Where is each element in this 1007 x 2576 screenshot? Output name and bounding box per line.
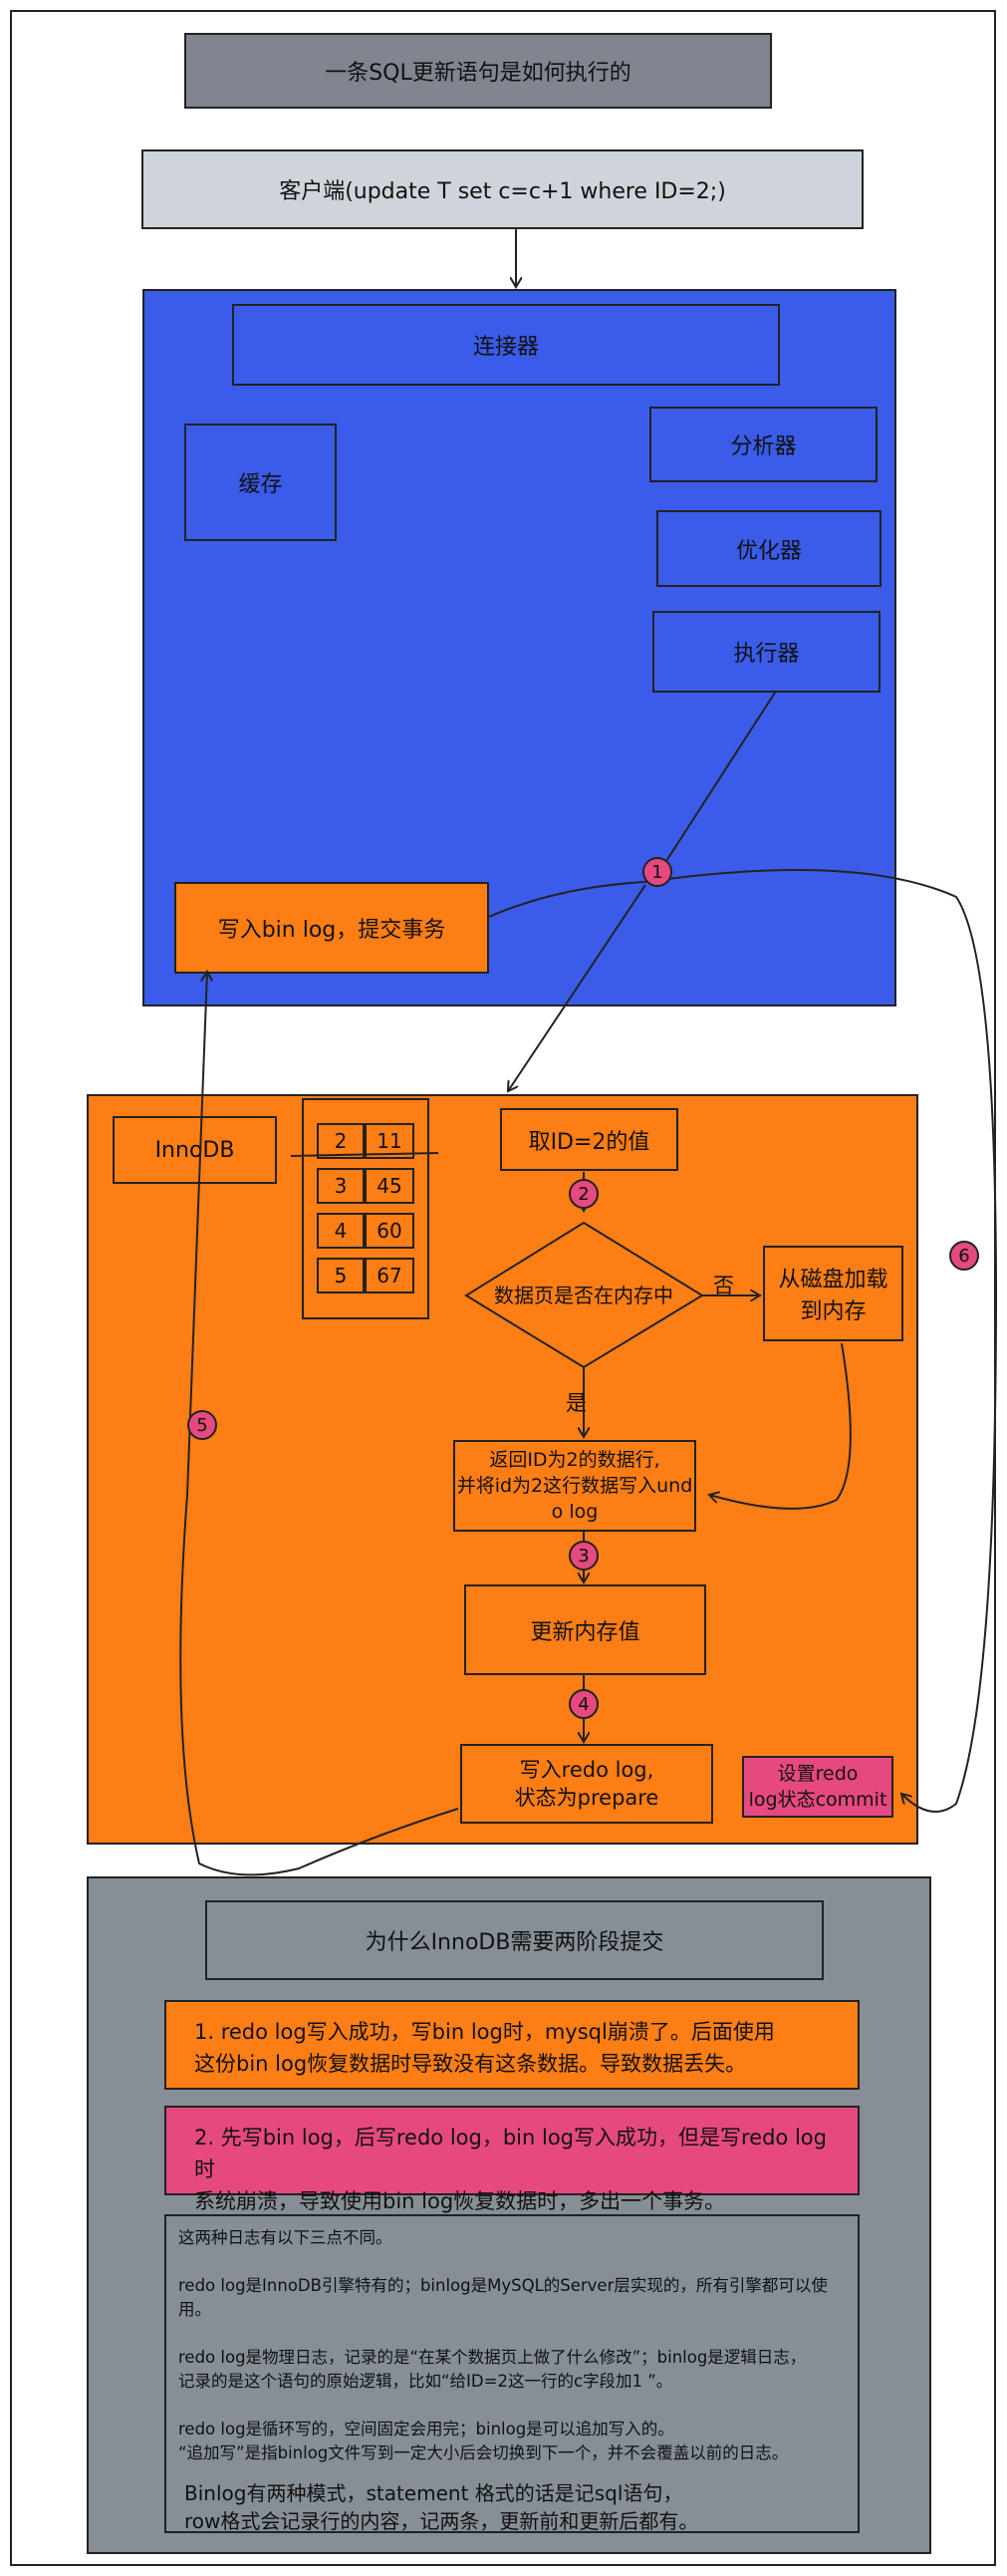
diff-intro: 这两种日志有以下三点不同。 bbox=[178, 2228, 392, 2247]
update-mem-label: 更新内存值 bbox=[530, 1619, 640, 1645]
executor-to-fetch-arrow bbox=[508, 884, 646, 1091]
row-id-cell: 5 bbox=[317, 1258, 365, 1293]
step-number: 2 bbox=[578, 1183, 590, 1205]
diagram-title: 一条SQL更新语句是如何执行的 bbox=[184, 33, 772, 109]
load-box: 从磁盘加载到内存 bbox=[763, 1246, 903, 1341]
client-text: 客户端(update T set c=c+1 where ID=2;) bbox=[279, 179, 726, 204]
row-val-cell: 45 bbox=[365, 1168, 414, 1204]
row-id: 4 bbox=[334, 1219, 348, 1243]
binlog-mode-line: row格式会记录行的内容，记两条，更新前和更新后都有。 bbox=[184, 2509, 699, 2533]
diff-line: redo log是循环写的，空间固定会用完；binlog是可以追加写入的。 bbox=[178, 2420, 674, 2438]
why-title: 为什么InnoDB需要两阶段提交 bbox=[365, 1930, 664, 1955]
decision-label: 数据页是否在内存中 bbox=[494, 1284, 673, 1307]
no-label: 否 bbox=[713, 1274, 734, 1297]
row-val: 60 bbox=[377, 1219, 402, 1243]
cache-label: 缓存 bbox=[238, 472, 283, 497]
innodb-layer bbox=[87, 1094, 918, 1845]
row-val: 11 bbox=[377, 1129, 402, 1153]
differences-text: 这两种日志有以下三点不同。 redo log是InnoDB引擎特有的；binlo… bbox=[178, 2226, 846, 2465]
return-row-line: 返回ID为2的数据行, bbox=[489, 1449, 660, 1471]
optimizer-label: 优化器 bbox=[735, 538, 802, 564]
redo-commit-box: 设置redo log状态commit bbox=[742, 1756, 893, 1818]
innodb-label-box: InnoDB bbox=[113, 1116, 277, 1184]
binlog-modes: Binlog有两种模式，statement 格式的话是记sql语句， row格式… bbox=[178, 2479, 846, 2535]
diff-item: redo log是物理日志，记录的是“在某个数据页上做了什么修改”；binlog… bbox=[178, 2346, 846, 2394]
row-val: 45 bbox=[377, 1174, 402, 1198]
step5-redo-to-binlog-arrow bbox=[179, 972, 459, 1876]
diff-line: 记录的是这个语句的原始逻辑，比如“给ID=2这一行的c字段加1 ”。 bbox=[178, 2372, 673, 2391]
step-marker-5: 5 bbox=[187, 1410, 217, 1440]
case2-note: 2. 先写bin log，后写redo log，bin log写入成功，但是写r… bbox=[164, 2106, 860, 2213]
step-marker-4: 4 bbox=[569, 1689, 599, 1719]
diagram-title-text: 一条SQL更新语句是如何执行的 bbox=[325, 61, 631, 86]
binlog-mode-line: Binlog有两种模式，statement 格式的话是记sql语句， bbox=[184, 2481, 683, 2505]
redo-commit-line: 设置redo bbox=[777, 1763, 859, 1785]
differences-box: 这两种日志有以下三点不同。 redo log是InnoDB引擎特有的；binlo… bbox=[164, 2214, 860, 2533]
case2-line: 2. 先写bin log，后写redo log，bin log写入成功，但是写r… bbox=[194, 2126, 827, 2181]
row-val: 67 bbox=[377, 1264, 402, 1288]
decision-label-wrap: 数据页是否在内存中 bbox=[474, 1280, 693, 1308]
connector-label: 连接器 bbox=[472, 335, 539, 360]
row-id: 3 bbox=[334, 1174, 348, 1198]
case1-line: 这份bin log恢复数据时导致没有这条数据。导致数据丢失。 bbox=[194, 2052, 747, 2076]
step-marker-1: 1 bbox=[642, 857, 672, 887]
step-number: 3 bbox=[578, 1545, 590, 1567]
step-marker-2: 2 bbox=[569, 1179, 599, 1209]
row-id-cell: 3 bbox=[317, 1168, 365, 1204]
row-val-cell: 11 bbox=[365, 1123, 414, 1159]
diff-line: redo log是物理日志，记录的是“在某个数据页上做了什么修改”；binlog… bbox=[178, 2348, 807, 2367]
yes-label: 是 bbox=[566, 1391, 587, 1415]
client-box: 客户端(update T set c=c+1 where ID=2;) bbox=[141, 149, 864, 229]
case2-line: 系统崩溃，导致使用bin log恢复数据时，多出一个事务。 bbox=[194, 2189, 726, 2213]
step-number: 6 bbox=[958, 1245, 970, 1267]
executor-label: 执行器 bbox=[733, 642, 800, 667]
return-row-box: 返回ID为2的数据行, 并将id为2这行数据写入und o log bbox=[453, 1440, 696, 1532]
executor-line bbox=[656, 692, 776, 876]
fetch-label: 取ID=2的值 bbox=[528, 1129, 650, 1155]
row-id: 5 bbox=[334, 1264, 348, 1288]
redo-prepare-line: 状态为prepare bbox=[514, 1786, 659, 1810]
step-marker-6: 6 bbox=[949, 1241, 979, 1271]
innodb-label: InnoDB bbox=[154, 1137, 235, 1163]
why-title-box: 为什么InnoDB需要两阶段提交 bbox=[205, 1900, 824, 1980]
fetch-box: 取ID=2的值 bbox=[500, 1108, 678, 1171]
update-mem-box: 更新内存值 bbox=[464, 1584, 706, 1675]
step-number: 5 bbox=[196, 1414, 208, 1436]
redo-prepare-box: 写入redo log, 状态为prepare bbox=[460, 1744, 713, 1824]
yes-label-wrap: 是 bbox=[566, 1387, 587, 1417]
step-number: 4 bbox=[578, 1693, 590, 1715]
binlog-commit-label: 写入bin log，提交事务 bbox=[217, 918, 446, 943]
case1-line: 1. redo log写入成功，写bin log时，mysql崩溃了。后面使用 bbox=[194, 2020, 775, 2044]
row-id: 2 bbox=[334, 1129, 348, 1153]
executor-box: 执行器 bbox=[652, 611, 881, 693]
data-page bbox=[302, 1098, 429, 1319]
binlog-commit-box: 写入bin log，提交事务 bbox=[174, 882, 489, 974]
row-val-cell: 60 bbox=[365, 1213, 414, 1249]
diff-line: “追加写”是指binlog文件写到一定大小后会切换到下一个，并不会覆盖以前的日志… bbox=[178, 2443, 789, 2462]
no-label-wrap: 否 bbox=[713, 1270, 734, 1299]
redo-commit-line: log状态commit bbox=[748, 1789, 887, 1811]
redo-prepare-line: 写入redo log, bbox=[519, 1758, 654, 1782]
diff-item: redo log是循环写的，空间固定会用完；binlog是可以追加写入的。 “追加… bbox=[178, 2418, 846, 2465]
analyzer-box: 分析器 bbox=[649, 407, 878, 482]
return-row-line: 并将id为2这行数据写入und bbox=[456, 1475, 693, 1497]
row-id-cell: 4 bbox=[317, 1213, 365, 1249]
row-id-cell: 2 bbox=[317, 1123, 365, 1159]
optimizer-box: 优化器 bbox=[656, 510, 881, 587]
analyzer-label: 分析器 bbox=[730, 434, 797, 459]
diff-item: redo log是InnoDB引擎特有的；binlog是MySQL的Server… bbox=[178, 2276, 828, 2319]
return-row-line: o log bbox=[551, 1501, 599, 1523]
step-marker-3: 3 bbox=[569, 1541, 599, 1571]
connector-box: 连接器 bbox=[232, 304, 780, 386]
row-val-cell: 67 bbox=[365, 1258, 414, 1293]
step-number: 1 bbox=[651, 861, 663, 883]
load-label: 从磁盘加载到内存 bbox=[778, 1268, 888, 1324]
page-row-strike bbox=[290, 1152, 439, 1157]
case1-note: 1. redo log写入成功，写bin log时，mysql崩溃了。后面使用 … bbox=[164, 2000, 860, 2090]
load-return-arrow bbox=[709, 1342, 852, 1510]
cache-box: 缓存 bbox=[184, 424, 337, 541]
